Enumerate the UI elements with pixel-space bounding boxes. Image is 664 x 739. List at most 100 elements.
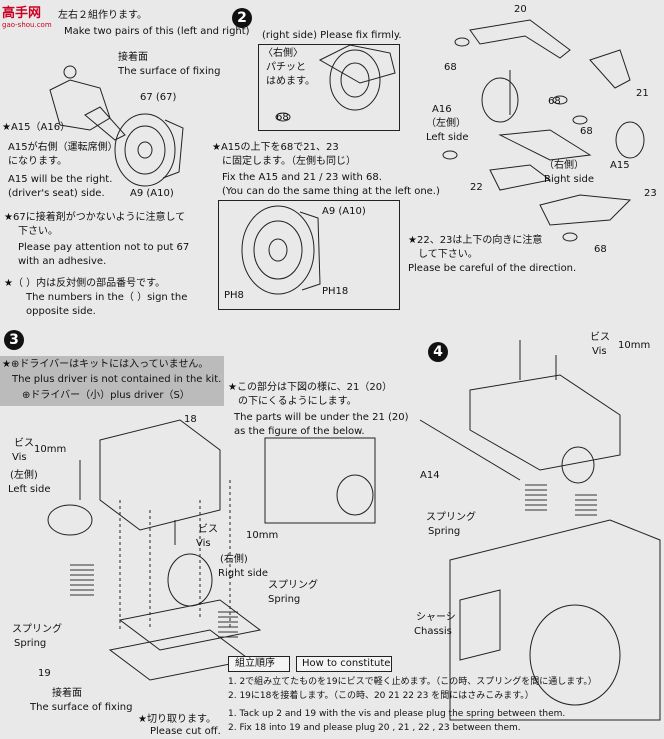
howto-line1-en: 1. Tack up 2 and 19 with the vis and ple… [228, 709, 566, 719]
direction-en: Please be careful of the direction. [408, 263, 577, 274]
direction-jp: ★22、23は上下の向きに注意 [408, 235, 543, 246]
brake-disc-2 [329, 49, 381, 111]
step4-vis-mm: 10mm [618, 340, 651, 351]
frame-18 [99, 419, 221, 531]
step3-vis2-mm: 10mm [246, 530, 279, 541]
part-19: 19 [38, 668, 51, 679]
brake-disc-4 [167, 553, 213, 607]
step2-ph18: PH18 [322, 286, 349, 297]
step4-vis-en: Vis [592, 346, 607, 357]
direction-jp2: して下さい。 [418, 249, 478, 260]
step1-a15-line1: A15が右側（運転席側） [8, 142, 118, 153]
part-68-d: 68 [594, 244, 607, 255]
step3-right-jp: (右側) [220, 554, 248, 565]
part-22: 22 [470, 182, 483, 193]
step2-right-jp: 〈右側〉 [263, 48, 303, 59]
cut-off-jp: ★切り取ります。 [138, 714, 216, 725]
step1-a9: A9 (A10) [130, 188, 174, 199]
driver-notice-small: ⊕ドライバー（小）plus driver（S） [22, 390, 190, 401]
left-side-en: Left side [426, 132, 469, 143]
right-side-en: Right side [544, 174, 594, 185]
driver-notice-en: The plus driver is not contained in the … [12, 374, 222, 385]
part-68-b: 68 [548, 96, 561, 107]
assembly-top [469, 374, 621, 471]
step1-note67-jp2: 下さい。 [18, 226, 58, 237]
step4-number: 4 [428, 342, 448, 362]
step2-part-68: 68 [276, 112, 289, 123]
step2-note-en2: (You can do the same thing at the left o… [222, 186, 440, 197]
step3-vis2-jp: ビス [198, 524, 218, 535]
step3-vis-en: Vis [12, 452, 27, 463]
step2-number: 2 [232, 8, 252, 28]
step4-vis-jp: ビス [590, 332, 610, 343]
step1-paren-jp: ★（ ）内は反対側の部品番号です。 [4, 278, 166, 289]
howto-jp-label-box: 組立順序 [228, 656, 290, 672]
howto-en-label-box: How to constitute [296, 656, 392, 672]
step3-vis2-en: Vis [196, 538, 211, 549]
part-21: 21 [636, 88, 649, 99]
arm-23 [539, 194, 632, 226]
under-note-en2: as the figure of the below. [234, 426, 365, 437]
howto-jp-label: 組立順序 [235, 658, 275, 669]
step1-surface-en: The surface of fixing [118, 66, 221, 77]
step1-a15-line2: になります。 [8, 156, 67, 167]
frame-19 [118, 599, 262, 651]
under-note-jp: ★この部分は下図の様に、21（20） [228, 382, 393, 393]
step2-note-jp2: に固定します。（左側も同じ） [222, 156, 356, 167]
step2-note-jp: ★A15の上下を68で21、23 [212, 142, 339, 153]
howto-en-label: How to constitute [302, 658, 391, 669]
part-23: 23 [644, 188, 657, 199]
cut-off-en: Please cut off. [150, 726, 221, 737]
step3-spring2-en: Spring [14, 638, 47, 649]
step3-left-en: Left side [8, 484, 51, 495]
step3-left-jp: (左側) [10, 470, 38, 481]
howto-line2-jp: 2. 19に18を接着します。（この時、20 21 22 23 を間にはさみこみ… [228, 691, 534, 701]
step3-vis-mm: 10mm [34, 444, 67, 455]
step4-spring-jp: スプリング [426, 512, 476, 523]
step4-spring-en: Spring [428, 526, 461, 537]
right-side-jp: （右側） [544, 160, 584, 171]
step3-spring-en: Spring [268, 594, 301, 605]
part-a16: A16 [432, 104, 452, 115]
step3-right-en: Right side [218, 568, 268, 579]
step2-ph8: PH8 [224, 290, 244, 301]
part-68-a: 68 [444, 62, 457, 73]
part-20: 20 [514, 4, 527, 15]
driver-notice-jp: ★⊕ドライバーはキットには入っていません。 [2, 359, 209, 370]
step1-note67-en2: with an adhesive. [18, 256, 107, 267]
step1-a15-en2: (driver's seat) side. [8, 188, 105, 199]
step2-fit-jp: はめます。 [266, 76, 315, 87]
arm-20 [469, 19, 571, 59]
step1-paren-en2: opposite side. [26, 306, 96, 317]
step2-disc-box [218, 200, 400, 310]
step1-a15-label: ★A15（A16） [2, 122, 71, 133]
howto-line1-jp: 1. 2で組み立てたものを19にビスで軽く止めます。（この時、スプリングを間に通… [228, 677, 597, 687]
part-68-c: 68 [580, 126, 593, 137]
step2-note-en1: Fix the A15 and 21 / 23 with 68. [222, 172, 382, 183]
step1-note67-en1: Please pay attention not to put 67 [18, 242, 190, 253]
under-note-jp2: の下にくるようにします。 [238, 396, 357, 407]
step3-number: 3 [4, 330, 24, 350]
howto-line2-en: 2. Fix 18 into 19 and please plug 20 , 2… [228, 723, 521, 733]
detail-inset [264, 437, 376, 524]
step3-surface-en: The surface of fixing [30, 702, 133, 713]
chassis [449, 519, 661, 721]
step1-paren-en1: The numbers in the（ ）sign the [26, 292, 188, 303]
step1-note67-jp: ★67に接着剤がつかないように注意して [4, 212, 186, 223]
brake-disc-1 [114, 113, 176, 187]
driver-notice-box [0, 356, 224, 406]
left-side-jp: （左側） [426, 118, 466, 129]
brake-disc-3 [241, 205, 315, 295]
step1-part-67: 67 (67) [140, 92, 177, 103]
step3-surface-jp: 接着面 [52, 688, 82, 699]
step3-spring-jp: スプリング [268, 580, 318, 591]
under-note-en1: The parts will be under the 21 (20) [234, 412, 409, 423]
step3-spring2-jp: スプリング [12, 624, 62, 635]
step1-pairs-en: Make two pairs of this (left and right) [64, 26, 250, 37]
step2-a9: A9 (A10) [322, 206, 366, 217]
part-18: 18 [184, 414, 197, 425]
step2-right-side: (right side) Please fix firmly. [262, 30, 402, 41]
step1-surface-jp: 接着面 [118, 52, 148, 63]
step1-a15-en1: A15 will be the right. [8, 174, 113, 185]
